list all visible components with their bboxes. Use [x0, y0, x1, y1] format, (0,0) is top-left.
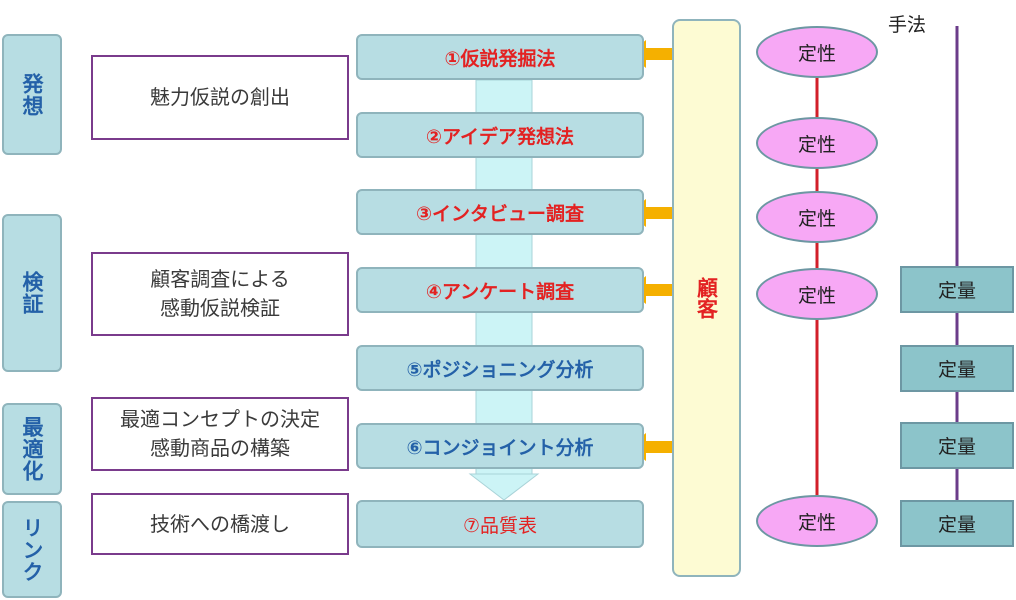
quantitative-badge: 定量 — [900, 266, 1014, 313]
method-box-conjoint-analysis: ⑥コンジョイント分析 — [356, 423, 644, 469]
quantitative-badge: 定量 — [900, 345, 1014, 392]
method-box-questionnaire-survey: ④アンケート調査 — [356, 267, 644, 313]
description-box: 最適コンセプトの決定 感動商品の構築 — [91, 397, 349, 471]
method-box-quality-table: ⑦品質表 — [356, 500, 644, 548]
quantitative-badge: 定量 — [900, 500, 1014, 547]
qualitative-badge: 定性 — [756, 268, 878, 320]
qualitative-badge: 定性 — [756, 117, 878, 169]
method-box-idea-generation: ②アイデア発想法 — [356, 112, 644, 158]
method-box-hypothesis-discovery: ①仮説発掘法 — [356, 34, 644, 80]
phase-box-verification: 検証 — [2, 214, 62, 372]
method-box-positioning-analysis: ⑤ポジショニング分析 — [356, 345, 644, 391]
qualitative-badge: 定性 — [756, 191, 878, 243]
qualitative-badge: 定性 — [756, 495, 878, 547]
customer-box: 顧客 — [672, 19, 741, 577]
method-box-interview-survey: ③インタビュー調査 — [356, 189, 644, 235]
description-box: 顧客調査による 感動仮説検証 — [91, 252, 349, 336]
phase-box-ideation: 発想 — [2, 34, 62, 155]
description-box: 技術への橋渡し — [91, 493, 349, 555]
method-type-title: 手法 — [888, 14, 927, 36]
phase-box-link: リンク — [2, 501, 62, 598]
qualitative-badge: 定性 — [756, 26, 878, 78]
description-box: 魅力仮説の創出 — [91, 55, 349, 140]
quantitative-badge: 定量 — [900, 422, 1014, 469]
phase-box-optimization: 最適化 — [2, 403, 62, 495]
flow-arrow-head — [468, 473, 540, 501]
